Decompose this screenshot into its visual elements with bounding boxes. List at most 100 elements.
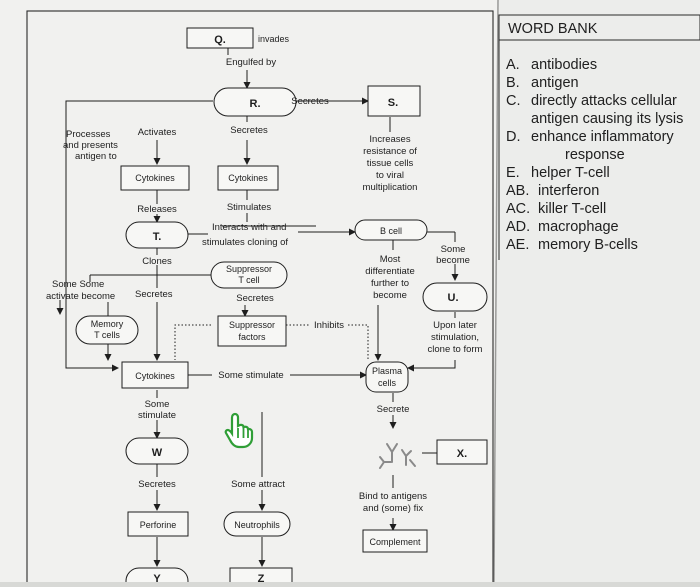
word-bank-key: AE. <box>506 237 529 253</box>
node-z: Z <box>258 573 265 582</box>
word-bank-key: AC. <box>506 201 530 217</box>
label-some-become-1: Some <box>441 244 466 255</box>
node-q: Q. <box>214 34 226 46</box>
label-increases-5: multiplication <box>363 182 418 193</box>
label-secretes-r-s: Secretes <box>291 96 329 107</box>
label-upon-1: Upon later <box>433 320 477 331</box>
label-secretes-t: Secretes <box>135 289 173 300</box>
label-some-stimulate-w-1: Some <box>145 399 170 410</box>
rect-nodes <box>120 27 488 553</box>
node-plasma-cells-1: Plasma <box>372 366 402 376</box>
node-y: Y <box>153 573 161 582</box>
connectors <box>56 48 459 567</box>
node-cytokines-1-box <box>120 165 190 191</box>
label-processes-3: antigen to <box>75 151 117 162</box>
node-suppressor-t-cell-2: T cell <box>238 275 259 285</box>
node-cytokines-3-box <box>121 361 189 389</box>
word-bank-item: helper T-cell <box>531 165 610 181</box>
node-x: X. <box>457 448 467 460</box>
node-u-box <box>422 282 488 312</box>
node-t: T. <box>153 231 162 243</box>
node-memory-t-cells-box <box>75 315 139 345</box>
word-bank-item: response <box>565 147 625 163</box>
node-suppressor-t-cell-1: Suppressor <box>226 264 272 274</box>
node-memory-t-cells-1: Memory <box>91 319 124 329</box>
label-releases: Releases <box>137 204 177 215</box>
label-most-3: further to <box>371 278 409 289</box>
node-suppressor-factors-2: factors <box>238 332 266 342</box>
label-processes-2: and presents <box>63 140 118 151</box>
label-interacts-1: Interacts with and <box>212 222 286 233</box>
node-t-box <box>125 221 189 249</box>
node-neutrophils-box <box>223 511 291 537</box>
label-increases-3: tissue cells <box>367 158 414 169</box>
node-memory-t-cells-2: T cells <box>94 330 120 340</box>
node-suppressor-factors-1: Suppressor <box>229 320 275 330</box>
label-processes-1: Processes <box>66 129 111 140</box>
node-q-box <box>186 27 254 49</box>
label-increases-4: to viral <box>376 170 404 181</box>
label-some-stimulate-w-2: stimulate <box>138 410 176 421</box>
node-w: W <box>152 447 163 459</box>
hand-pointer-icon <box>224 412 254 449</box>
label-most-4: become <box>373 290 407 301</box>
node-s-box <box>367 85 421 117</box>
word-bank-item: enhance inflammatory <box>531 129 674 145</box>
word-bank-key: AB. <box>506 183 529 199</box>
label-some-some-1: Some Some <box>52 279 104 290</box>
label-clones: Clones <box>142 256 172 267</box>
label-invades: invades <box>258 34 290 44</box>
word-bank-item: interferon <box>538 183 599 199</box>
node-b-cell-box <box>354 219 428 241</box>
node-complement: Complement <box>369 537 421 547</box>
label-bind-1: Bind to antigens <box>359 491 427 502</box>
word-bank: WORD BANK A. antibodies B. antigen C. di… <box>498 14 700 260</box>
word-bank-item: macrophage <box>538 219 619 235</box>
label-some-stimulate: Some stimulate <box>218 370 283 381</box>
word-bank-item: antigen causing its lysis <box>531 111 683 127</box>
label-upon-3: clone to form <box>428 344 483 355</box>
diagram-frame <box>26 10 494 587</box>
node-r: R. <box>250 98 261 110</box>
word-bank-title-box <box>498 14 700 41</box>
label-secretes-w: Secretes <box>138 479 176 490</box>
word-bank-key: E. <box>506 165 520 181</box>
label-some-become-2: become <box>436 255 470 266</box>
word-bank-key: AD. <box>506 219 530 235</box>
word-bank-key: B. <box>506 75 520 91</box>
node-s: S. <box>388 97 398 109</box>
node-r-box <box>213 87 297 117</box>
label-interacts-2: stimulates cloning of <box>202 237 288 248</box>
rounded-nodes <box>75 87 488 537</box>
node-u: U. <box>448 292 459 304</box>
node-cytokines-2-box <box>217 165 279 191</box>
word-bank-item: directly attacks cellular <box>531 93 677 109</box>
label-increases-1: Increases <box>369 134 410 145</box>
label-upon-2: stimulation, <box>431 332 479 343</box>
node-b-cell: B cell <box>380 226 402 236</box>
word-bank-item: memory B-cells <box>538 237 638 253</box>
label-most-2: differentiate <box>365 266 414 277</box>
label-secretes-suppressor: Secretes <box>236 293 274 304</box>
label-stimulates: Stimulates <box>227 202 272 213</box>
word-bank-key: C. <box>506 93 521 109</box>
node-cytokines-2: Cytokines <box>228 173 268 183</box>
node-plasma-cells-box <box>365 361 409 393</box>
word-bank-item: antibodies <box>531 57 597 73</box>
label-some-attract: Some attract <box>231 479 285 490</box>
word-bank-key: D. <box>506 129 521 145</box>
inhibit-lines <box>174 324 369 360</box>
node-neutrophils: Neutrophils <box>234 520 280 530</box>
label-secrete-plasma: Secrete <box>377 404 410 415</box>
label-increases-2: resistance of <box>363 146 417 157</box>
word-bank-item: antigen <box>531 75 579 91</box>
word-bank-paper <box>494 0 700 582</box>
node-suppressor-t-cell-box <box>210 261 288 289</box>
word-bank-item: killer T-cell <box>538 201 606 217</box>
node-perforine: Perforine <box>140 520 177 530</box>
node-cytokines-3: Cytokines <box>135 371 175 381</box>
label-inhibits: Inhibits <box>314 320 344 331</box>
node-cytokines-1: Cytokines <box>135 173 175 183</box>
